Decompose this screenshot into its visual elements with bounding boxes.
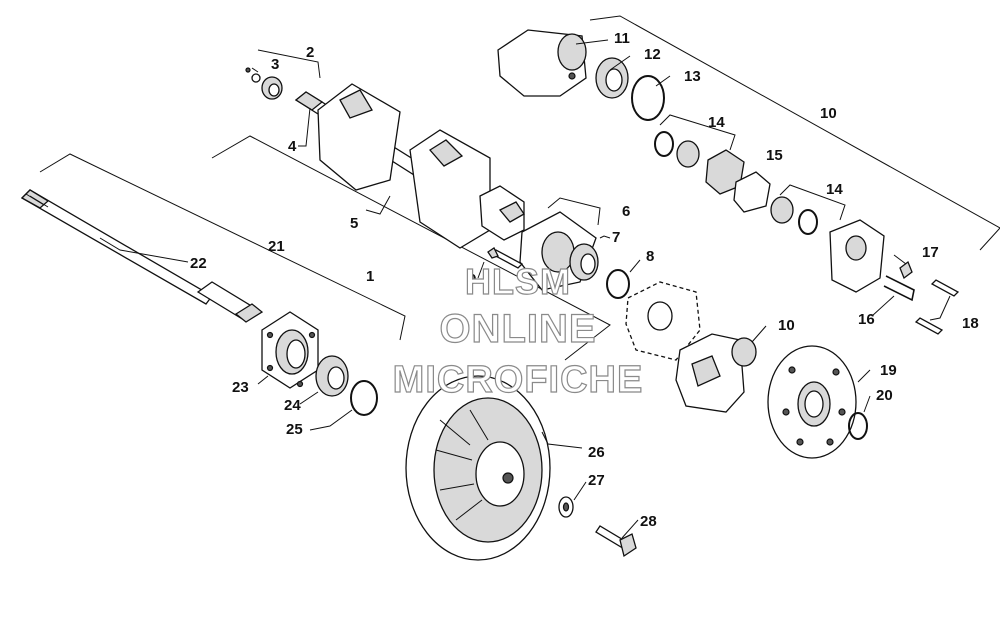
snap-ring — [848, 412, 868, 440]
callout-24: 24 — [284, 397, 301, 414]
bearing — [315, 355, 349, 397]
callout-18: 18 — [962, 315, 979, 332]
callout-20: 20 — [876, 387, 893, 404]
seal — [569, 243, 599, 281]
callout-4: 4 — [288, 138, 297, 155]
seal-kit — [245, 67, 283, 100]
callout-2: 2 — [306, 44, 314, 61]
callout-12: 12 — [644, 46, 661, 63]
caliper-bearing — [595, 57, 629, 99]
callout-14-left: 14 — [708, 114, 725, 131]
bracket-6 — [547, 197, 601, 226]
leader-lines — [99, 39, 951, 539]
bearing-housing — [261, 311, 319, 389]
callout-28: 28 — [640, 513, 657, 530]
callout-7: 7 — [612, 229, 620, 246]
callout-9: 9 — [468, 271, 476, 288]
callout-26: 26 — [588, 444, 605, 461]
piston-kit-right — [770, 196, 818, 235]
washer — [558, 496, 574, 518]
axle-shaft — [20, 189, 264, 323]
watermark: HLSM ONLINE MICROFICHE — [392, 260, 644, 401]
callout-13: 13 — [684, 68, 701, 85]
callout-3: 3 — [271, 56, 279, 73]
caliper-bolts — [914, 279, 960, 335]
watermark-line-3: MICROFICHE — [393, 359, 644, 401]
callout-23: 23 — [232, 379, 249, 396]
callout-10-lower: 10 — [778, 317, 795, 334]
gasket — [625, 281, 701, 361]
callout-11: 11 — [614, 30, 630, 47]
driven-pulley — [405, 375, 551, 561]
bracket-14a — [659, 114, 736, 151]
callout-labels: 1 2 3 4 5 6 7 8 9 10 10 11 12 13 14 14 1… — [190, 30, 979, 530]
callout-8: 8 — [646, 248, 654, 265]
callout-22: 22 — [190, 255, 207, 272]
mounting-bolt — [487, 247, 524, 269]
o-ring — [350, 380, 378, 416]
drive-shaft-assembly — [294, 83, 525, 249]
piston-kit-left — [654, 131, 700, 168]
callout-6: 6 — [622, 203, 630, 220]
bracket-10 — [589, 15, 1000, 251]
callout-21: 21 — [268, 238, 285, 255]
group-brackets — [39, 15, 1000, 361]
retaining-ring — [606, 269, 630, 299]
caliper-housing-upper — [497, 29, 587, 97]
bracket-2 — [257, 49, 321, 79]
brake-caliper-lower — [675, 333, 757, 413]
bleeder-screw — [899, 260, 913, 280]
caliper-housing-right — [829, 219, 885, 293]
callout-15: 15 — [766, 147, 783, 164]
callout-16: 16 — [858, 311, 875, 328]
brake-disc — [767, 345, 857, 459]
pad-pin-spring — [883, 275, 915, 302]
callout-27: 27 — [588, 472, 605, 489]
callout-1: 1 — [366, 268, 374, 285]
caliper-o-ring — [631, 75, 665, 121]
bolt — [595, 525, 637, 558]
bracket-14b — [779, 184, 846, 221]
callout-5: 5 — [350, 215, 358, 232]
callout-14-right: 14 — [826, 181, 843, 198]
bracket-21 — [39, 153, 406, 341]
callout-19: 19 — [880, 362, 897, 379]
callout-25: 25 — [286, 421, 303, 438]
callout-10-upper: 10 — [820, 105, 837, 122]
bracket-1 — [211, 135, 611, 361]
watermark-line-1: HLSM — [465, 261, 571, 302]
brake-pads — [705, 149, 771, 213]
callout-17: 17 — [922, 244, 939, 261]
watermark-line-2: ONLINE — [439, 307, 596, 351]
